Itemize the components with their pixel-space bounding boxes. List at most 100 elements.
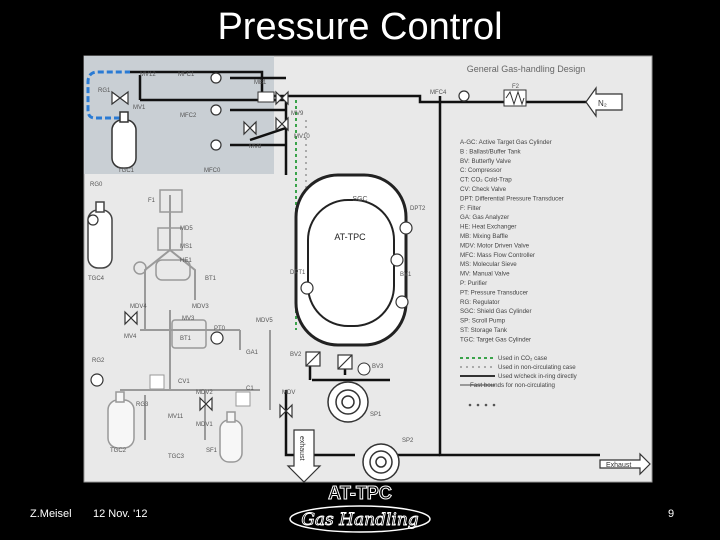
- legend-item: F: Filter: [460, 205, 481, 212]
- tgc1-cylinder: [111, 111, 137, 169]
- legend-item: GA: Gas Analyzer: [460, 214, 509, 221]
- legend-item: PT: Pressure Transducer: [460, 289, 528, 296]
- svg-text:exhaust: exhaust: [298, 436, 305, 461]
- legend-item: C: Compressor: [460, 167, 502, 174]
- hx-coil: [133, 189, 191, 281]
- dpt-gauges: [90, 221, 413, 387]
- svg-text:SP1: SP1: [370, 412, 382, 418]
- svg-text:F1: F1: [148, 198, 156, 204]
- svg-text:RG1: RG1: [98, 88, 111, 94]
- svg-text:AT-TPC: AT-TPC: [334, 232, 366, 242]
- svg-text:BV3: BV3: [372, 364, 384, 370]
- svg-text:GA1: GA1: [246, 350, 259, 356]
- legend-item: MB: Mixing Baffle: [460, 233, 509, 240]
- svg-text:MD5: MD5: [180, 226, 193, 232]
- line-legend-label: Used w/check in-ring directly: [498, 373, 578, 380]
- legend-dot: [476, 403, 480, 407]
- sp2-pump: [362, 443, 400, 481]
- legend-dot: [484, 403, 488, 407]
- legend-item: MV: Manual Valve: [460, 271, 510, 278]
- svg-text:SP2: SP2: [402, 438, 414, 444]
- legend-item: MFC: Mass Flow Controller: [460, 252, 535, 259]
- line-legend-label: Used in non-circulating case: [498, 364, 576, 371]
- svg-text:CV1: CV1: [178, 379, 190, 385]
- svg-text:MV12: MV12: [140, 72, 156, 78]
- legend-item: MS: Molecular Sieve: [460, 261, 517, 268]
- legend-item: DPT: Differential Pressure Transducer: [460, 195, 564, 202]
- svg-text:DPT2: DPT2: [410, 206, 426, 212]
- legend-item: HE: Heat Exchanger: [460, 224, 516, 231]
- tgc3-cylinder: [219, 411, 243, 463]
- legend-item: RG: Regulator: [460, 299, 500, 306]
- tgc4-cylinder: [87, 201, 113, 269]
- svg-text:MFC1: MFC1: [178, 72, 195, 78]
- n2-inlet-arrow: N₂: [585, 86, 623, 118]
- tank-bt: [171, 319, 207, 349]
- svg-text:MV9: MV9: [291, 111, 304, 117]
- diagram-title: General Gas-handling Design: [467, 64, 586, 74]
- legend-item: BV: Butterfly Valve: [460, 158, 511, 165]
- svg-text:RG3: RG3: [136, 402, 149, 408]
- svg-text:MV10: MV10: [294, 134, 310, 140]
- tgc2-cylinder: [107, 391, 135, 449]
- svg-text:MFC4: MFC4: [430, 90, 447, 96]
- logo-line1: AT-TPC: [328, 483, 392, 503]
- svg-text:MFC0: MFC0: [204, 168, 221, 174]
- legend-item: ST: Storage Tank: [460, 327, 508, 334]
- legend-item: TGC: Target Gas Cylinder: [460, 336, 531, 343]
- svg-text:F2: F2: [512, 84, 520, 90]
- mfc-circles: [87, 72, 470, 226]
- mb1: [257, 91, 275, 103]
- svg-text:MFC2: MFC2: [180, 113, 197, 119]
- legend-dot: [468, 403, 472, 407]
- svg-text:TGC4: TGC4: [88, 276, 105, 282]
- valves: [111, 90, 293, 419]
- svg-text:SF1: SF1: [206, 448, 218, 454]
- svg-text:MV11: MV11: [168, 414, 184, 420]
- svg-text:DPT1: DPT1: [290, 270, 306, 276]
- legend-item: A-GC: Active Target Gas Cylinder: [460, 139, 552, 146]
- svg-text:MDV5: MDV5: [256, 318, 273, 324]
- legend-item: B : Ballast/Buffer Tank: [460, 148, 522, 155]
- footer-author: Z.Meisel: [30, 508, 72, 520]
- svg-text:BT1: BT1: [180, 336, 192, 342]
- sp1-pump: [327, 381, 369, 423]
- legend-item: MDV: Motor Driven Valve: [460, 242, 530, 249]
- f2-filter: [503, 89, 527, 107]
- legend-item: CT: CO₂ Cold-Trap: [460, 177, 512, 184]
- at-tpc-gas-handling-logo: AT-TPC Gas Handling: [289, 483, 431, 533]
- vent-exhaust-arrow: exhaust: [286, 429, 322, 483]
- line-legend-label: Used in CO₂ case: [498, 355, 548, 362]
- svg-text:TGC3: TGC3: [168, 454, 185, 460]
- svg-text:BV2: BV2: [290, 352, 302, 358]
- svg-text:RG2: RG2: [92, 358, 105, 364]
- line-legend-label: Fast bounds for non-circulating: [470, 382, 556, 389]
- svg-text:TGC2: TGC2: [110, 448, 127, 454]
- svg-text:MV8: MV8: [249, 144, 262, 150]
- footer-date: 12 Nov. '12: [93, 508, 148, 520]
- exhaust-arrow: Exhaust: [599, 452, 651, 476]
- svg-text:PT0: PT0: [214, 326, 226, 332]
- bv3-indicator: [357, 362, 371, 376]
- svg-text:MV4: MV4: [124, 334, 137, 340]
- slide-title: Pressure Control: [217, 6, 503, 48]
- svg-text:MDV1: MDV1: [196, 422, 213, 428]
- svg-text:MV1: MV1: [133, 105, 146, 111]
- legend: A-GC: Active Target Gas Cylinder B : Ball…: [460, 139, 564, 343]
- svg-text:MB1: MB1: [254, 80, 267, 86]
- svg-text:MDV: MDV: [282, 390, 295, 396]
- mdv-box: [235, 391, 251, 407]
- at-tpc-chamber: [307, 199, 395, 327]
- secondary-lines: [120, 195, 271, 440]
- svg-text:RG0: RG0: [90, 182, 103, 188]
- svg-text:MDV2: MDV2: [196, 390, 213, 396]
- svg-text:HE1: HE1: [180, 258, 192, 264]
- butterfly-valves: [305, 351, 353, 370]
- cv1-box: [149, 374, 165, 390]
- svg-text:Exhaust: Exhaust: [606, 462, 631, 469]
- legend-item: SGC: Shield Gas Cylinder: [460, 308, 532, 315]
- svg-text:N₂: N₂: [598, 99, 607, 108]
- legend-item: CV: Check Valve: [460, 186, 507, 193]
- svg-text:C1: C1: [246, 386, 254, 392]
